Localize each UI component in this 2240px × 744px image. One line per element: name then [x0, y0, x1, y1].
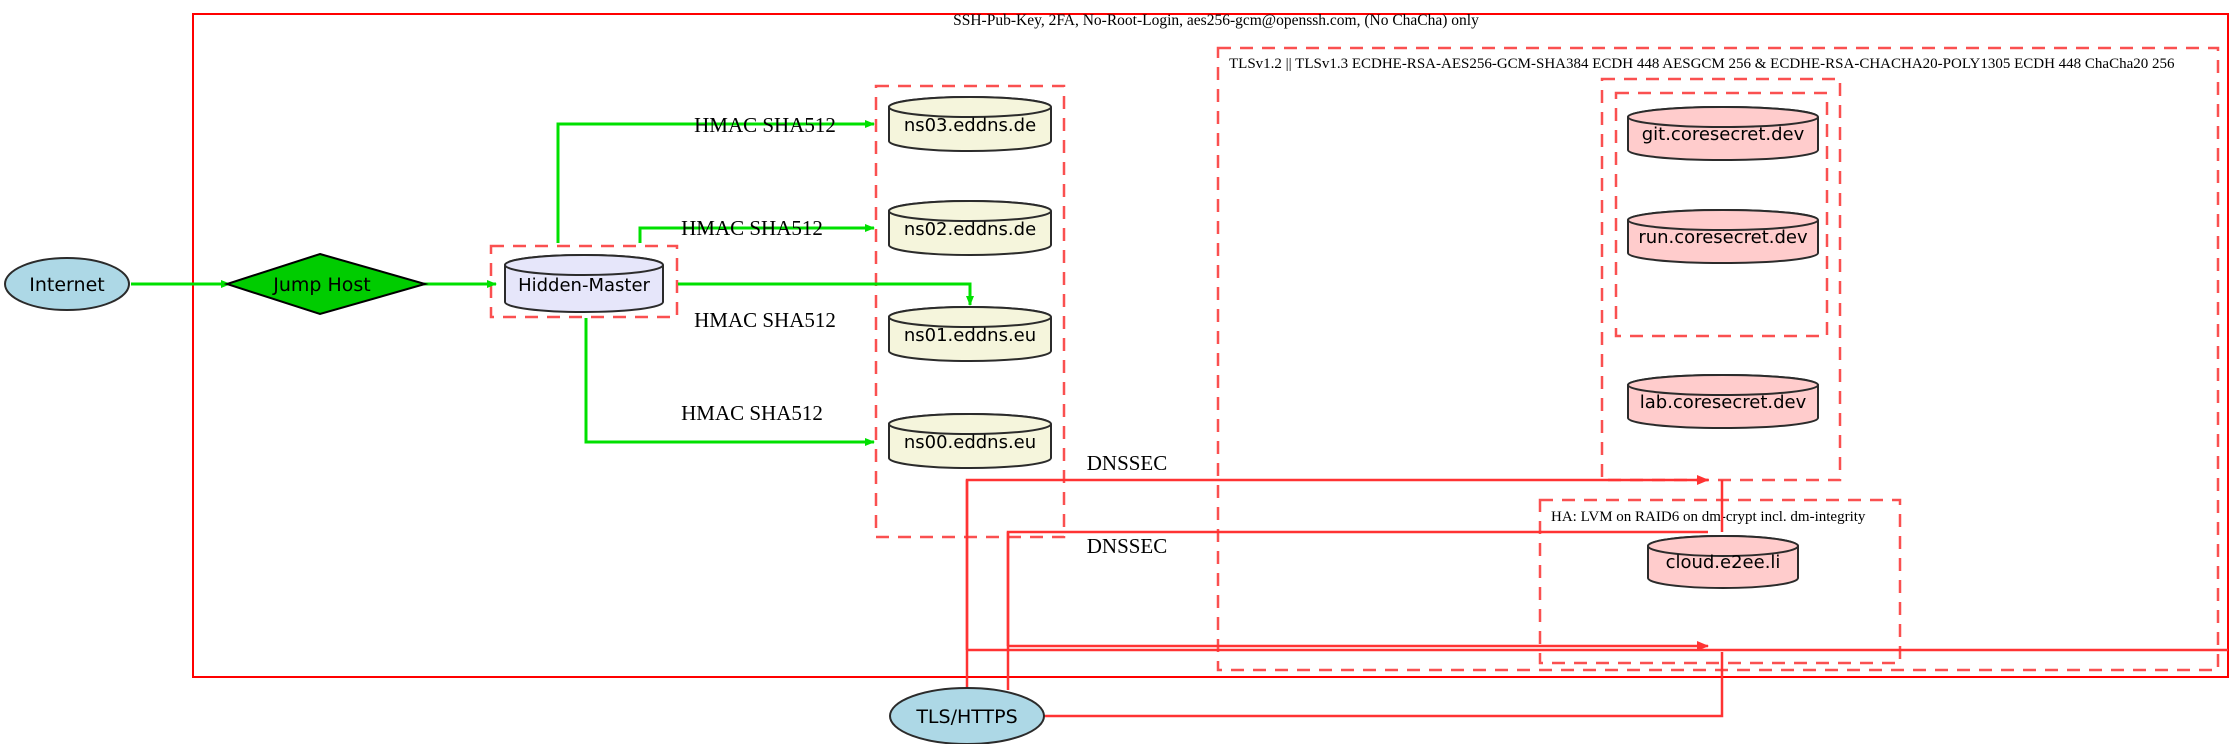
- edge-label-hmac-ns01: HMAC SHA512: [694, 308, 836, 332]
- node-ns02-label: ns02.eddns.de: [904, 219, 1036, 240]
- cluster-ssh-boundary: [192, 13, 2229, 678]
- node-internet[interactable]: Internet: [4, 257, 130, 311]
- edge-label-dnssec-lower: DNSSEC: [1087, 534, 1168, 558]
- node-ns01-top: [888, 306, 1052, 328]
- cluster-tls-label: TLSv1.2 || TLSv1.3 ECDHE-RSA-AES256-GCM-…: [1229, 56, 2175, 72]
- edge-tls-to-cloud: [1044, 652, 1724, 718]
- node-lab-coresecret-label: lab.coresecret.dev: [1640, 392, 1807, 413]
- node-internet-label: Internet: [29, 274, 104, 296]
- node-ns00-label: ns00.eddns.eu: [904, 432, 1036, 453]
- edge-label-hmac-ns02: HMAC SHA512: [681, 216, 823, 240]
- cluster-master-zone: [489, 244, 679, 319]
- node-run-coresecret-label: run.coresecret.dev: [1638, 227, 1808, 248]
- node-hidden-master[interactable]: Hidden-Master: [504, 254, 664, 313]
- cluster-ha-label: HA: LVM on RAID6 on dm-crypt incl. dm-in…: [1551, 509, 1866, 525]
- node-jump-host-shape: [223, 252, 429, 316]
- node-tls-https-shape: [889, 687, 1045, 744]
- node-cloud-e2ee[interactable]: cloud.e2ee.li: [1647, 535, 1799, 589]
- node-ns00-top: [888, 413, 1052, 435]
- edge-dnssec-upper: [965, 475, 1709, 650]
- node-lab-coresecret-top: [1627, 374, 1819, 396]
- cluster-ssh-label: SSH-Pub-Key, 2FA, No-Root-Login, aes256-…: [953, 12, 1479, 29]
- node-ns02-top: [888, 200, 1052, 222]
- cluster-tls-boundary: [1216, 46, 2220, 672]
- node-ns01-label: ns01.eddns.eu: [904, 325, 1036, 346]
- node-ns03-top: [888, 96, 1052, 118]
- node-git-coresecret[interactable]: git.coresecret.dev: [1627, 106, 1819, 161]
- node-tls-https-label: TLS/HTTPS: [915, 706, 1017, 728]
- node-hidden-master-top: [504, 254, 664, 276]
- node-jump-host-label: Jump Host: [272, 274, 371, 296]
- node-git-coresecret-label: git.coresecret.dev: [1642, 124, 1805, 145]
- edge-label-hmac-ns03: HMAC SHA512: [694, 113, 836, 137]
- edge-master-to-ns00: [584, 318, 875, 446]
- node-jump-host[interactable]: Jump Host: [223, 252, 429, 316]
- edge-master-to-ns02: [638, 224, 875, 243]
- cluster-coresecret-inner: [1614, 91, 1829, 338]
- cluster-dns-zone: [874, 84, 1066, 539]
- node-cloud-e2ee-label: cloud.e2ee.li: [1666, 552, 1781, 573]
- edge-master-to-ns03: [556, 120, 875, 243]
- node-hidden-master-label: Hidden-Master: [518, 275, 650, 296]
- node-git-coresecret-top: [1627, 106, 1819, 128]
- node-ns01[interactable]: ns01.eddns.eu: [888, 306, 1052, 362]
- node-ns02[interactable]: ns02.eddns.de: [888, 200, 1052, 256]
- node-tls-https[interactable]: TLS/HTTPS: [889, 687, 1045, 744]
- node-lab-coresecret[interactable]: lab.coresecret.dev: [1627, 374, 1819, 429]
- edge-master-to-ns01: [678, 282, 974, 306]
- node-run-coresecret[interactable]: run.coresecret.dev: [1627, 209, 1819, 264]
- cluster-ha-boundary: [1538, 498, 1902, 665]
- node-cloud-e2ee-top: [1647, 535, 1799, 557]
- node-run-coresecret-top: [1627, 209, 1819, 231]
- node-ns03[interactable]: ns03.eddns.de: [888, 96, 1052, 152]
- edge-label-hmac-ns00: HMAC SHA512: [681, 401, 823, 425]
- node-ns03-label: ns03.eddns.de: [904, 115, 1036, 136]
- node-ns00[interactable]: ns00.eddns.eu: [888, 413, 1052, 469]
- edge-label-dnssec-upper: DNSSEC: [1087, 451, 1168, 475]
- node-internet-shape: [4, 257, 130, 311]
